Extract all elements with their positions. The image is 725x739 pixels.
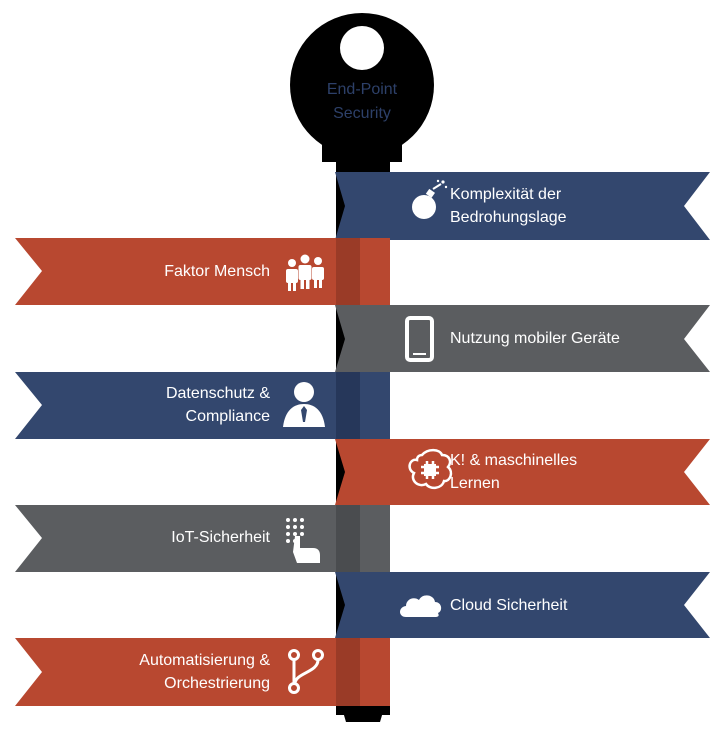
banner-5-label: K! & maschinelles Lernen — [450, 449, 577, 495]
people-icon — [286, 254, 324, 291]
banner-2-label-line1: Faktor Mensch — [164, 263, 270, 280]
banner-7-label: Cloud Sicherheit — [450, 594, 567, 617]
banner-4-label-line2: Compliance — [185, 408, 270, 425]
key-title-line1: End-Point — [326, 81, 398, 98]
user-tie-icon — [283, 382, 325, 427]
branch-icon — [288, 649, 324, 694]
banner-3-label-line1: Nutzung mobiler Geräte — [450, 330, 620, 347]
key-neck — [322, 130, 402, 162]
banner-8-label: Automatisierung & Orchestrierung — [60, 649, 270, 695]
banner-1-label-line1: Komplexität der — [450, 186, 562, 203]
banner-4-label: Datenschutz & Compliance — [60, 382, 270, 428]
banner-2-shape — [15, 238, 390, 305]
smartphone-icon — [405, 316, 434, 362]
bomb-icon — [412, 179, 448, 219]
banner-1-label-line2: Bedrohungslage — [450, 209, 567, 226]
banner-6-fold — [336, 505, 360, 572]
banner-2-label: Faktor Mensch — [60, 260, 270, 283]
key-hole — [340, 26, 384, 70]
banner-6-label-line1: IoT-Sicherheit — [171, 529, 270, 546]
cloud-icon — [400, 595, 442, 617]
banner-8-shape — [15, 638, 390, 706]
key-tip — [341, 705, 385, 722]
banner-4-label-line1: Datenschutz & — [165, 385, 270, 402]
brain-chip-icon — [408, 448, 453, 490]
banner-1-label: Komplexität der Bedrohungslage — [450, 183, 567, 229]
key-title: End-Point Security — [292, 78, 432, 126]
banner-3-label: Nutzung mobiler Geräte — [450, 327, 620, 350]
banner-3 — [335, 305, 710, 372]
banner-8-label-line1: Automatisierung & — [139, 652, 270, 669]
banner-8-fold — [336, 638, 360, 706]
banner-2-fold — [336, 238, 360, 305]
banner-8-label-line2: Orchestrierung — [164, 675, 270, 692]
banner-7 — [335, 572, 710, 638]
banner-1-shape — [335, 172, 710, 240]
banner-5-shape — [335, 439, 710, 505]
keypad-touch-icon — [286, 518, 320, 563]
key-title-line2: Security — [333, 105, 391, 122]
banner-8 — [15, 638, 390, 706]
banner-5-label-line2: Lernen — [450, 475, 500, 492]
banner-5-label-line1: K! & maschinelles — [450, 452, 578, 469]
banner-2 — [15, 238, 390, 305]
key-head — [290, 13, 434, 157]
banner-6-label: IoT-Sicherheit — [60, 526, 270, 549]
banner-7-label-line1: Cloud Sicherheit — [450, 597, 568, 614]
banner-5 — [335, 439, 710, 505]
banner-7-shape — [335, 572, 710, 638]
banner-4-fold — [336, 372, 360, 439]
banner-3-shape — [335, 305, 710, 372]
